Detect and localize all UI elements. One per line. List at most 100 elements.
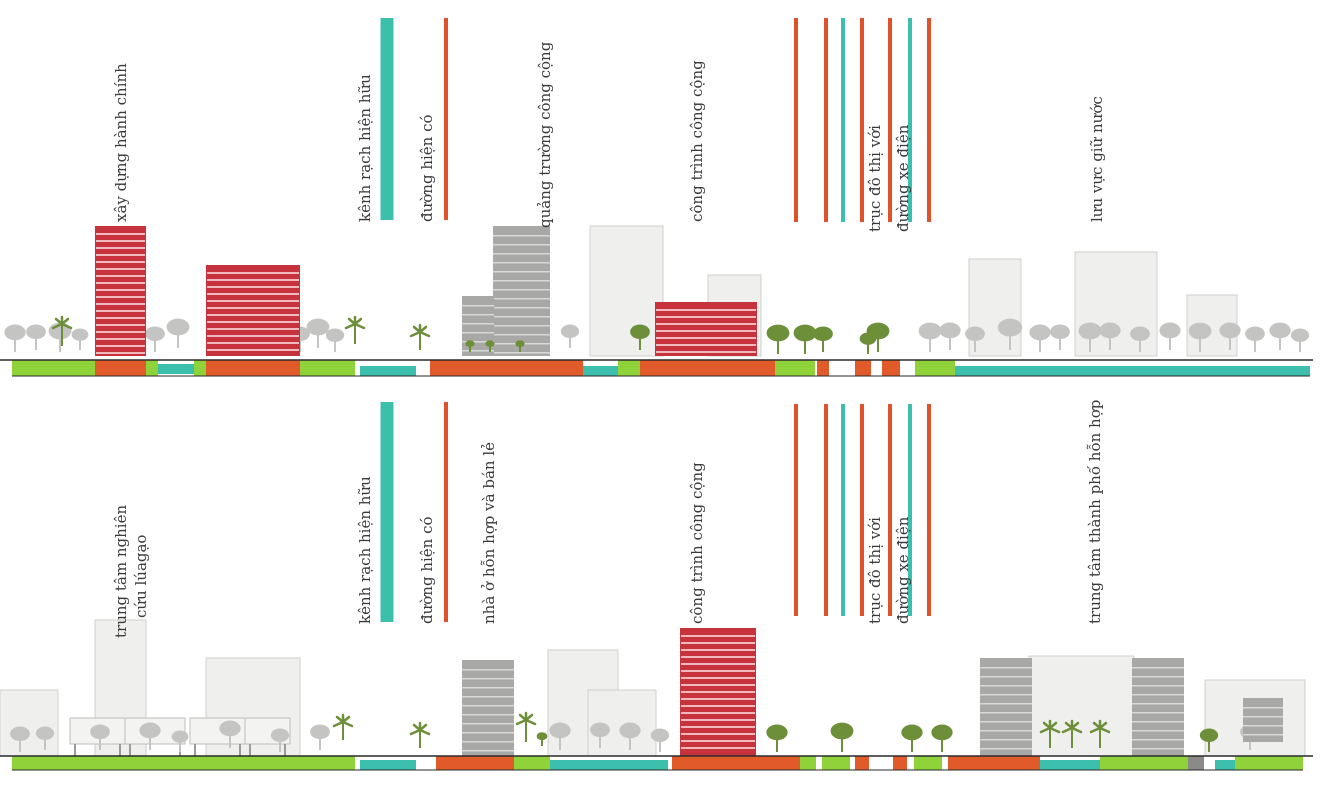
admin-building-1-stripe	[96, 331, 145, 333]
indicator-canal-axis-bottom-1	[908, 404, 912, 616]
public-works-building-bottom-stripe	[681, 684, 755, 686]
indicator-road-axis-bottom-2	[860, 404, 864, 616]
ground-green-top-5	[618, 360, 640, 376]
city-center-block-3-stripe	[1243, 707, 1283, 709]
palm-bottom-3-trunk	[525, 720, 527, 742]
ground-orange-top-5	[817, 360, 829, 376]
grey-tree-top-20	[1188, 322, 1212, 340]
ground-green-b-2	[514, 756, 550, 770]
label-research-center-1: trung tâm nghiên	[112, 504, 130, 638]
city-center-block-3-stripe	[1243, 734, 1283, 736]
admin-building-1-stripe	[96, 352, 145, 354]
ground-green-top-4	[300, 360, 355, 376]
ground-orange-b-2	[672, 756, 800, 770]
grey-tree-top-4-trunk	[154, 337, 156, 352]
mixed-use-tower-stripe	[462, 669, 514, 671]
city-center-block-1-stripe	[980, 730, 1032, 732]
palm-city-2	[1089, 719, 1111, 734]
admin-building-2-stripe	[207, 286, 299, 288]
admin-building-2-stripe	[207, 293, 299, 295]
public-works-building-bottom-stripe	[681, 656, 755, 658]
grey-tree-top-14	[1029, 324, 1051, 341]
mixed-use-tower-stripe	[462, 714, 514, 716]
label-urban-axis-2: trục đô thị với	[866, 517, 884, 624]
grey-tree-top-3-trunk	[79, 337, 81, 350]
label-tram-line: đường xe điện	[894, 124, 912, 232]
square-tower-stripe	[493, 244, 550, 246]
public-works-building-bottom-stripe	[681, 691, 755, 693]
ground-orange-top-6	[855, 360, 871, 376]
green-tree-bottom-4	[1199, 728, 1219, 742]
city-center-block-3-stripe	[1243, 725, 1283, 727]
grey-tree-bottom-5	[219, 720, 241, 737]
indicator-road-axis-top-3	[888, 18, 892, 222]
canal-bottom	[360, 760, 416, 770]
water-top-2	[583, 366, 618, 376]
label-city-center: trung tâm thành phố hỗn hợp	[1086, 399, 1104, 624]
public-works-building-stripe	[656, 309, 756, 311]
public-works-building-bottom-stripe	[681, 733, 755, 735]
grey-tree-bottom-8	[549, 722, 571, 739]
grey-tree-top-22-trunk	[1254, 337, 1256, 352]
grey-tree-top-11-trunk	[949, 334, 951, 350]
palm-bottom-3	[515, 711, 537, 726]
research-pavilion-leg-a-1	[129, 744, 131, 756]
mixed-use-tower	[462, 660, 514, 756]
green-tree-top-3-trunk	[822, 337, 824, 352]
public-works-building-bottom-stripe	[681, 642, 755, 644]
public-works-building-bottom-stripe	[681, 677, 755, 679]
ground-green-b-6	[1100, 756, 1130, 770]
grey-tree-top-2-trunk	[59, 335, 61, 352]
research-pavilion-leg-b-0	[119, 744, 121, 756]
square-block-stripe	[462, 332, 494, 334]
city-center-block-1-stripe	[980, 748, 1032, 750]
ground-orange-top-7	[882, 360, 900, 376]
palm-bottom-1	[332, 713, 354, 728]
green-tree-top-5-trunk	[867, 341, 869, 354]
water-b-3	[1215, 760, 1235, 770]
ghost-b-1	[0, 689, 59, 757]
palm-bottom-2-trunk	[419, 730, 421, 748]
admin-building-2-stripe	[207, 279, 299, 281]
grey-tree-top-16-trunk	[1089, 335, 1091, 352]
green-tree-top-2	[793, 324, 817, 342]
ground-orange-top-1	[95, 360, 146, 376]
mixed-use-tower-stripe	[462, 705, 514, 707]
label-research-center-2: cứu lúagạo	[132, 534, 150, 618]
public-works-building-stripe	[656, 344, 756, 346]
grey-tree-bottom-2-trunk	[99, 735, 101, 750]
green-tree-bottom-1	[830, 722, 854, 740]
square-tower-stripe	[493, 334, 550, 336]
grey-tree-bottom-7	[310, 724, 330, 740]
grey-tree-bottom-11-trunk	[659, 738, 661, 752]
shrub-top-1	[485, 340, 495, 347]
admin-building-2-stripe	[207, 349, 299, 351]
admin-building-1-stripe	[96, 296, 145, 298]
mixed-use-tower-stripe	[462, 678, 514, 680]
ground-green-b-8	[1235, 756, 1303, 770]
grey-tree-top-15-trunk	[1059, 335, 1061, 350]
grey-tree-top-16	[1078, 322, 1102, 340]
grey-tree-bottom-4	[171, 730, 189, 743]
grey-tree-top-24-trunk	[1299, 338, 1301, 352]
shrub-top-1-trunk	[489, 345, 491, 352]
city-center-block-2-stripe	[1132, 703, 1184, 705]
grey-tree-top-19	[1159, 322, 1181, 339]
public-works-building-stripe	[656, 316, 756, 318]
research-pavilion-leg-b-3	[284, 744, 286, 756]
square-tower-stripe	[493, 280, 550, 282]
public-works-building-bottom-stripe	[681, 663, 755, 665]
mixed-use-tower-stripe	[462, 750, 514, 752]
grey-tree-bottom-5-trunk	[229, 732, 231, 748]
grey-tree-top-0-trunk	[14, 336, 16, 352]
canal-top	[360, 366, 416, 376]
indicator-road-axis-top-1	[824, 18, 828, 222]
green-tree-top-3	[813, 326, 833, 342]
label-public-works-2: công trình công cộng	[688, 462, 706, 624]
admin-building-2-stripe	[207, 307, 299, 309]
city-center-block-1-stripe	[980, 739, 1032, 741]
square-tower-stripe	[493, 271, 550, 273]
grey-tree-bottom-10	[619, 722, 641, 739]
grey-tree-bottom-8-trunk	[559, 734, 561, 750]
